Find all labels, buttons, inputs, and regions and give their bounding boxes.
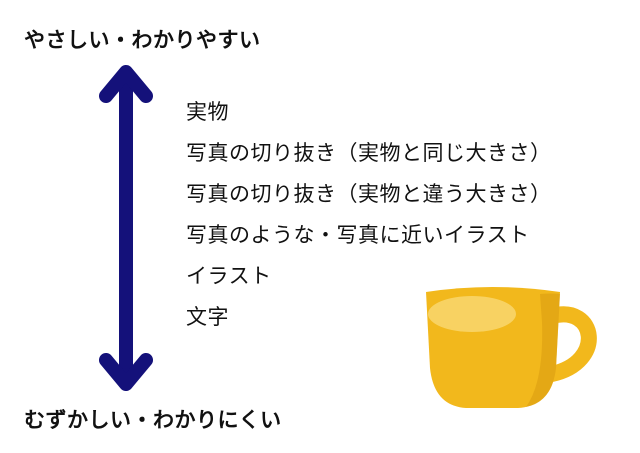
level-item-photo-cutout-same-size: 写真の切り抜き（実物と同じ大きさ）	[186, 141, 552, 165]
bottom-label: むずかしい・わかりにくい	[24, 408, 282, 432]
level-item-text: 文字	[186, 305, 229, 329]
top-label: やさしい・わかりやすい	[24, 28, 261, 52]
level-item-illustration: イラスト	[186, 264, 272, 288]
double-arrow-icon	[99, 65, 153, 391]
level-list: 実物 写真の切り抜き（実物と同じ大きさ） 写真の切り抜き（実物と違う大きさ） 写…	[186, 92, 552, 338]
level-item-real-object: 実物	[186, 100, 229, 124]
level-item-photo-cutout-different-size: 写真の切り抜き（実物と違う大きさ）	[186, 182, 552, 206]
mug-icon	[426, 287, 597, 408]
level-item-photo-like-illustration: 写真のような・写真に近いイラスト	[186, 223, 530, 247]
